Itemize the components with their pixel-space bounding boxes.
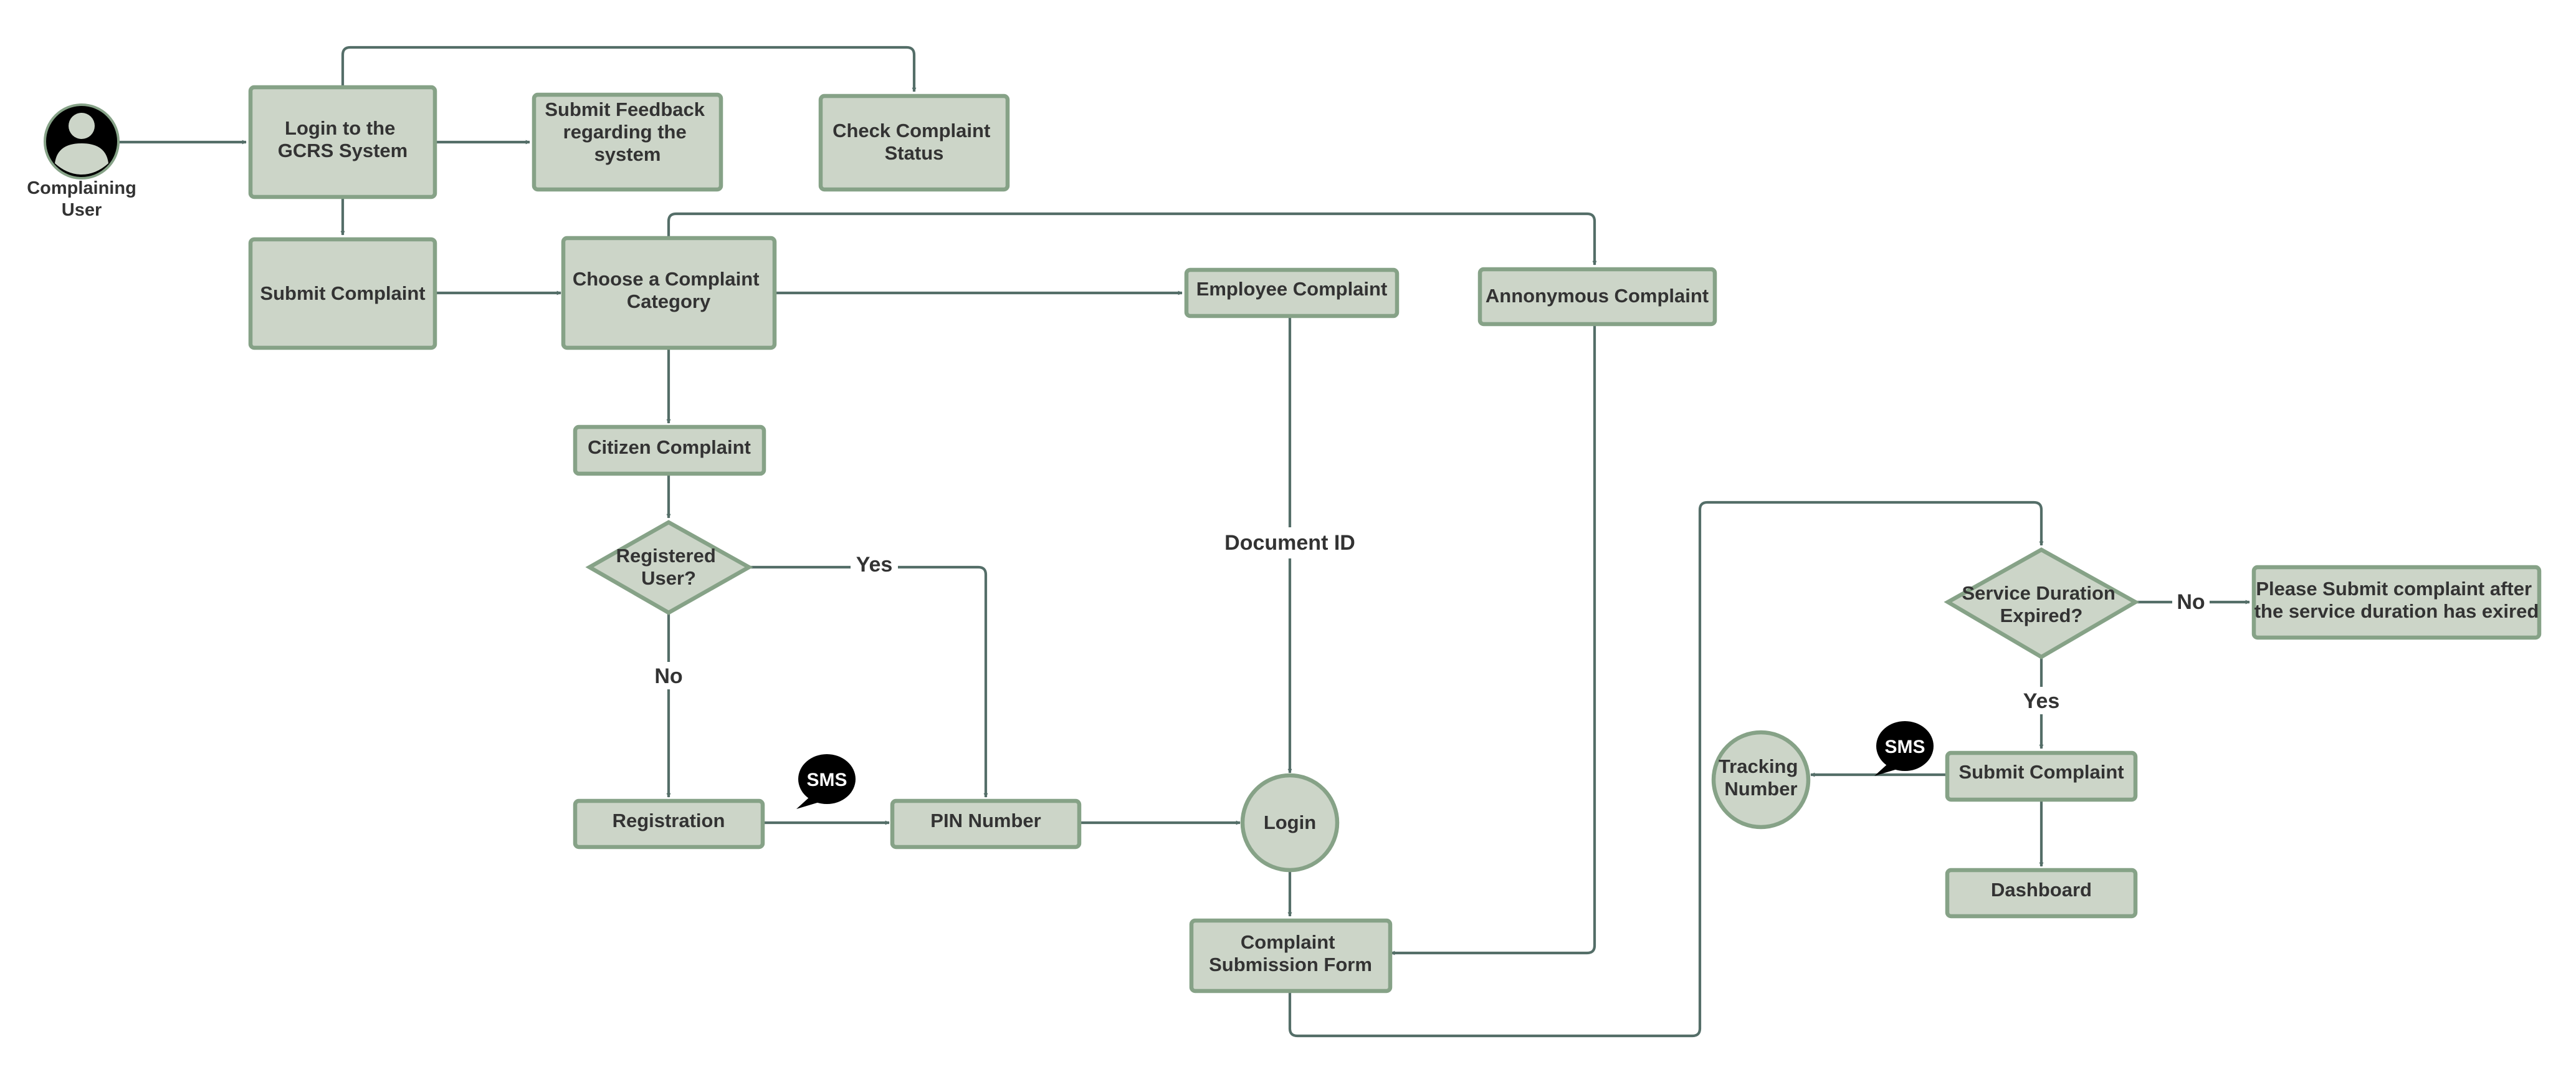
- svg-text:Registration: Registration: [613, 810, 725, 831]
- decision-service-duration-expired: Service Duration Expired?: [1944, 547, 2140, 659]
- node-submit-feedback-line-3: system: [594, 143, 661, 165]
- sms-speech-bubble-icon: SMS: [796, 754, 856, 809]
- node-submit-complaint-right-line-1: Submit Complaint: [1958, 761, 2124, 783]
- node-login-gcrs-line-1: Login to the: [285, 117, 395, 139]
- node-please-submit-line-2: the service duration has exired: [2254, 600, 2539, 622]
- connector-login-to-check-status: [341, 45, 917, 92]
- svg-text:Dashboard: Dashboard: [1991, 879, 2092, 901]
- node-registration: Registration: [573, 798, 765, 850]
- edge-label-yes-registered: Yes: [856, 553, 893, 577]
- node-submit-feedback-line-1: Submit Feedback: [545, 98, 705, 120]
- node-submit-feedback: Submit Feedback regarding the system: [532, 92, 723, 192]
- node-citizen-complaint-line-1: Citizen Complaint: [588, 436, 751, 458]
- edge-label-document-id: Document ID: [1224, 531, 1355, 555]
- node-submission-form-line-2: Submission Form: [1209, 954, 1372, 975]
- node-pin-number: PIN Number: [890, 798, 1082, 850]
- node-check-status-line-2: Status: [885, 142, 944, 164]
- node-citizen-complaint: Citizen Complaint: [573, 424, 766, 476]
- node-tracking-number-line-1: Tracking: [1719, 755, 1798, 777]
- svg-text:Submit Feedback regardin: Submit Feedback regarding the system: [545, 98, 710, 165]
- connector-category-to-anonymous: [667, 212, 1597, 266]
- svg-text:PIN Number: PIN Number: [930, 810, 1041, 831]
- node-employee-complaint-line-1: Employee Complaint: [1196, 278, 1388, 300]
- node-anonymous-complaint: Annonymous Complaint: [1477, 267, 1717, 327]
- edge-label-no-service: No: [2177, 590, 2205, 614]
- svg-text:Choose a Complaint Categ: Choose a Complaint Category: [573, 268, 765, 312]
- node-submit-feedback-line-2: regarding the: [563, 121, 687, 143]
- svg-text:Service Duration Expired: Service Duration Expired?: [1962, 582, 2121, 626]
- node-check-complaint-status: Check Complaint Status: [818, 93, 1010, 192]
- edge-label-no-registered: No: [654, 664, 682, 688]
- node-submit-complaint-main: Submit Complaint: [248, 237, 437, 350]
- connector-registered-yes-to-pin: [749, 565, 988, 798]
- node-pin-number-line-1: PIN Number: [930, 810, 1041, 831]
- svg-text:Citizen Complaint: Citizen Complaint: [588, 436, 751, 458]
- node-login: Login: [1240, 773, 1340, 873]
- node-dashboard-line-1: Dashboard: [1991, 879, 2092, 901]
- svg-text:Annonymous Complaint: Annonymous Complaint: [1486, 285, 1709, 307]
- svg-text:Submit Complaint: Submit Complaint: [260, 282, 425, 304]
- decision-registered-user-line-1: Registered: [616, 545, 716, 567]
- node-complaint-submission-form: Complaint Submission Form: [1189, 918, 1393, 993]
- node-registration-line-1: Registration: [613, 810, 725, 831]
- connectors: [118, 45, 2250, 1038]
- node-check-status-line-1: Check Complaint: [832, 120, 990, 141]
- sms-speech-bubble-icon: SMS: [1874, 721, 1934, 776]
- decision-service-duration-line-1: Service Duration: [1962, 582, 2116, 604]
- node-please-submit-message: Please Submit complaint after the servic…: [2251, 565, 2542, 640]
- node-login-gcrs-line-2: GCRS System: [278, 140, 408, 161]
- svg-text:Tracking Number: Tracking Number: [1719, 755, 1803, 800]
- node-please-submit-line-1: Please Submit complaint after: [2256, 578, 2532, 600]
- sms-icon-text-2: SMS: [1884, 737, 1925, 757]
- connector-anonymous-to-form: [1390, 325, 1596, 955]
- svg-text:Submit Complaint: Submit Complaint: [1958, 761, 2124, 783]
- svg-text:Check Complaint Status: Check Complaint Status: [832, 120, 996, 164]
- decision-service-duration-line-2: Expired?: [2000, 605, 2083, 626]
- actor-label-line-1: Complaining: [27, 178, 136, 198]
- svg-text:Login: Login: [1264, 812, 1316, 833]
- node-submission-form-line-1: Complaint: [1241, 931, 1335, 953]
- connector-form-to-service-duration: [1288, 500, 2044, 1038]
- user-avatar-icon: [44, 103, 120, 180]
- svg-text:Registered User?: Registered User?: [616, 545, 722, 589]
- node-choose-category-line-2: Category: [627, 290, 711, 312]
- svg-text:Employee Complaint: Employee Complaint: [1196, 278, 1388, 300]
- node-dashboard: Dashboard: [1945, 868, 2138, 919]
- node-submit-complaint-main-line-1: Submit Complaint: [260, 282, 425, 304]
- decision-registered-user: Registered User?: [585, 520, 753, 615]
- node-employee-complaint: Employee Complaint: [1184, 267, 1400, 318]
- sms-icon-text-1: SMS: [806, 770, 847, 790]
- complaining-user-actor: Complaining User: [27, 103, 136, 220]
- node-choose-category-line-1: Choose a Complaint: [573, 268, 760, 290]
- svg-text:Please Submit complaint after: Please Submit complaint after the servic…: [2254, 578, 2539, 622]
- node-tracking-number: Tracking Number: [1711, 730, 1811, 830]
- edge-label-yes-service: Yes: [2023, 689, 2060, 713]
- node-tracking-number-line-2: Number: [1724, 778, 1797, 800]
- node-login-line-1: Login: [1264, 812, 1316, 833]
- node-anonymous-complaint-line-1: Annonymous Complaint: [1486, 285, 1709, 307]
- svg-text:Login to the GCRS System: Login to the GCRS System: [278, 117, 408, 161]
- actor-label-line-2: User: [62, 200, 102, 220]
- decision-registered-user-line-2: User?: [641, 567, 696, 589]
- edge-labels: Yes No Document ID No Yes: [647, 527, 2210, 714]
- node-login-gcrs: Login to the GCRS System: [248, 85, 437, 199]
- node-submit-complaint-right: Submit Complaint: [1945, 750, 2138, 802]
- node-choose-category: Choose a Complaint Category: [561, 236, 777, 350]
- svg-text:Complaint Submission For: Complaint Submission Form: [1209, 931, 1372, 975]
